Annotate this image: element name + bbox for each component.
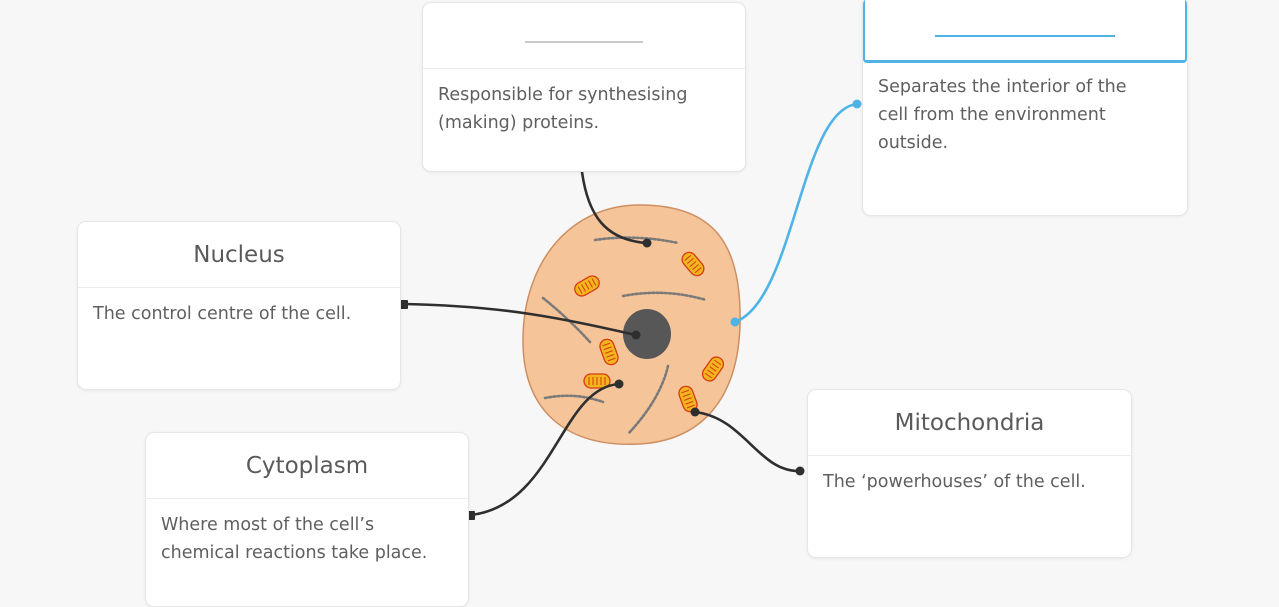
connector-endpoint[interactable] <box>642 238 652 248</box>
card-ribosomes[interactable]: Responsible for synthesising (making) pr… <box>422 2 746 172</box>
card-cytoplasm[interactable]: Cytoplasm Where most of the cell’s chemi… <box>145 432 469 607</box>
card-title-cytoplasm: Cytoplasm <box>146 433 468 499</box>
mitochondrion <box>583 373 611 389</box>
card-title-nucleus: Nucleus <box>78 222 400 288</box>
mitochondrion <box>701 356 725 382</box>
card-title-mitochondria: Mitochondria <box>808 390 1131 456</box>
blank-title-line <box>935 34 1115 37</box>
connector-endpoint[interactable] <box>795 466 805 476</box>
connector-mitochondria[interactable] <box>693 410 802 473</box>
connector-ribosomes[interactable] <box>580 170 649 245</box>
connector-cytoplasm[interactable] <box>469 382 621 517</box>
ribosome-strands <box>541 236 708 436</box>
connector-endpoint[interactable] <box>730 317 740 327</box>
blank-title-line <box>525 40 643 43</box>
mitochondrion <box>599 338 619 366</box>
title-slot-ribosomes[interactable] <box>423 3 745 69</box>
card-membrane[interactable]: Separates the interior of the cell from … <box>862 0 1188 216</box>
connector-endpoint[interactable] <box>690 407 700 417</box>
connector-handle[interactable] <box>467 511 475 520</box>
mitochondrion <box>681 251 705 277</box>
connector-endpoint[interactable] <box>631 330 641 340</box>
connector-endpoint[interactable] <box>852 99 862 109</box>
mitochondria-group <box>574 251 725 413</box>
card-description-nucleus: The control centre of the cell. <box>93 304 352 324</box>
connector-membrane[interactable] <box>733 102 859 324</box>
connector-nucleus[interactable] <box>402 302 638 337</box>
card-mitochondria[interactable]: Mitochondria The ‘powerhouses’ of the ce… <box>807 389 1132 558</box>
mitochondrion <box>574 275 600 297</box>
card-description-ribosomes: Responsible for synthesising (making) pr… <box>438 85 688 133</box>
connector-handle[interactable] <box>400 300 408 309</box>
card-nucleus[interactable]: Nucleus The control centre of the cell. <box>77 221 401 390</box>
nucleus-shape <box>623 309 671 359</box>
card-description-cytoplasm: Where most of the cell’s chemical reacti… <box>161 515 428 563</box>
connector-endpoint[interactable] <box>614 379 624 389</box>
card-description-membrane: Separates the interior of the cell from … <box>878 77 1127 153</box>
card-description-mitochondria: The ‘powerhouses’ of the cell. <box>823 472 1086 492</box>
title-slot-membrane[interactable] <box>863 0 1187 63</box>
